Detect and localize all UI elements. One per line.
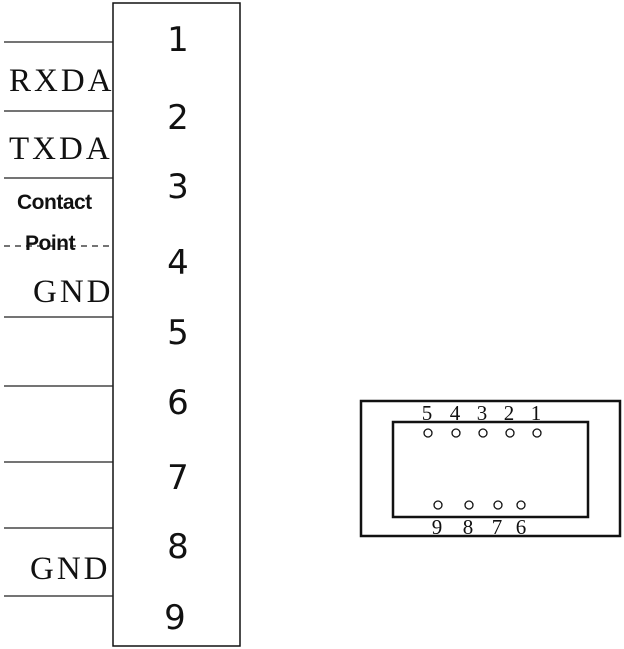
connector-pin-hole <box>451 428 461 438</box>
connector-pin-number: 9 <box>432 515 443 539</box>
signal-gnd-label: GND <box>33 274 114 310</box>
connector-pin-number: 8 <box>463 515 474 539</box>
connector-bottom-row-numbers: 9 8 7 6 <box>432 515 527 539</box>
pin-number: 4 <box>167 243 189 283</box>
connector-pin-hole <box>505 428 515 438</box>
pin-number: 8 <box>167 527 189 567</box>
pin-number: 1 <box>167 20 189 60</box>
connector-top-row-holes <box>423 428 542 438</box>
connector-pin-number: 3 <box>477 401 488 425</box>
terminal-block <box>112 2 241 647</box>
connector-inner-frame <box>391 420 590 519</box>
pin-number: 6 <box>167 383 189 423</box>
pin-number: 3 <box>167 167 189 207</box>
connector-pin-number: 6 <box>516 515 527 539</box>
connector-pin-number: 2 <box>504 401 515 425</box>
connector-pin-number: 7 <box>492 515 503 539</box>
signal-gnd-label: GND <box>30 551 111 587</box>
connector-pin-number: 5 <box>422 401 433 425</box>
connector-pin-number: 4 <box>450 401 461 425</box>
connector-top-row-numbers: 5 4 3 2 1 <box>422 401 542 425</box>
connector-pin-hole <box>516 500 526 510</box>
connector-pin-number: 1 <box>531 401 542 425</box>
signal-lines <box>4 41 113 597</box>
connector-bottom-row-holes <box>433 500 526 510</box>
signal-txda-label: TXDA <box>9 131 113 167</box>
pin-number: 7 <box>167 458 189 498</box>
signal-contact-label: Contact <box>17 191 92 214</box>
pin-numbers: 1 2 3 4 5 6 7 8 9 <box>164 20 189 638</box>
pin-number: 2 <box>167 98 189 138</box>
signal-rxda-label: RXDA <box>9 63 115 99</box>
pin-number: 5 <box>167 313 189 353</box>
connector-pin-hole <box>478 428 488 438</box>
signal-point-label: Point <box>25 232 75 255</box>
pin-number: 9 <box>164 598 186 638</box>
connector-outer-shell <box>359 399 622 538</box>
connector-pin-hole <box>433 500 443 510</box>
db9-connector: 5 4 3 2 1 9 8 7 6 <box>359 399 622 539</box>
connector-pin-hole <box>493 500 503 510</box>
connector-pin-hole <box>532 428 542 438</box>
connector-pin-hole <box>464 500 474 510</box>
connector-pin-hole <box>423 428 433 438</box>
